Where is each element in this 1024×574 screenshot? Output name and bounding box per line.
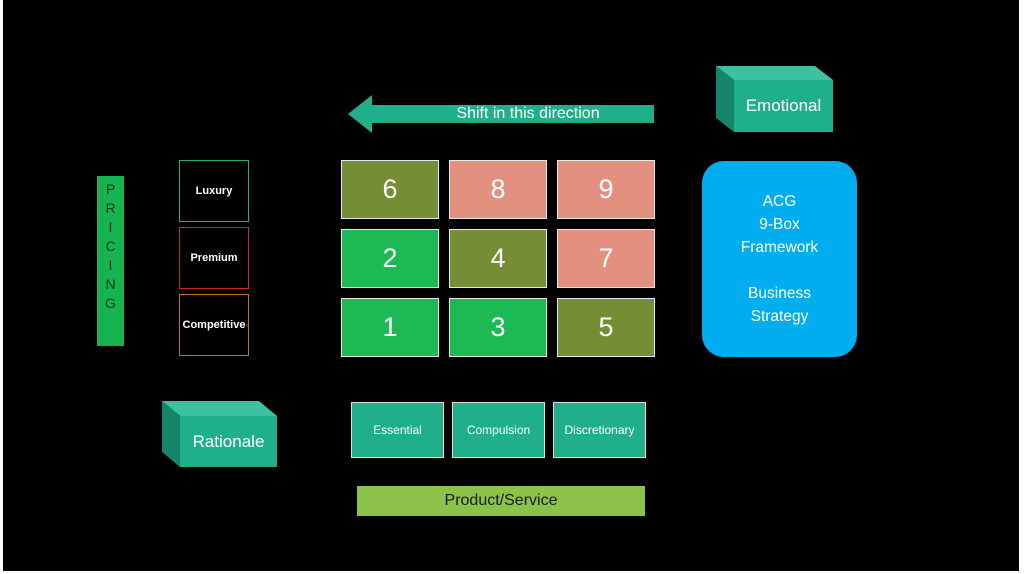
pricing-letter: N — [105, 276, 116, 292]
grid-cell: 3 — [449, 298, 547, 357]
pricing-letter: C — [105, 238, 116, 254]
emotional-label: Emotional — [745, 96, 822, 115]
product-service-axis-label: Product/Service — [357, 486, 645, 516]
grid-cell: 7 — [557, 229, 655, 288]
left-arrow-icon — [348, 95, 654, 133]
grid-cell: 4 — [449, 229, 547, 288]
tier-competitive: Competitive — [179, 294, 249, 356]
acg-line: 9-Box — [759, 216, 800, 233]
grid-cell: 1 — [341, 298, 439, 357]
category-discretionary: Discretionary — [553, 402, 646, 458]
emotional-block: Emotional — [716, 66, 833, 132]
category-compulsion: Compulsion — [452, 402, 545, 458]
grid-cell: 9 — [557, 160, 655, 219]
acg-line: Business — [748, 285, 811, 302]
acg-line: Strategy — [750, 308, 809, 325]
rationale-label: Rationale — [192, 431, 265, 451]
pricing-letter: R — [105, 200, 116, 216]
grid-cell: 2 — [341, 229, 439, 288]
pricing-axis-label: P R I C I N G — [97, 176, 124, 346]
grid-cell: 6 — [341, 160, 439, 219]
grid-cell: 8 — [449, 160, 547, 219]
tier-luxury: Luxury — [179, 160, 249, 222]
arrow-label: Shift in this direction — [456, 105, 600, 122]
shift-direction-arrow: Shift in this direction — [348, 95, 654, 133]
category-essential: Essential — [351, 402, 444, 458]
pricing-letter: I — [108, 257, 113, 273]
grid-cell: 5 — [557, 298, 655, 357]
pricing-letter: I — [108, 219, 113, 235]
acg-framework-box: ACG 9-Box Framework Business Strategy — [702, 161, 857, 357]
rationale-block: Rationale — [162, 401, 277, 467]
tier-premium: Premium — [179, 227, 249, 289]
pricing-letter: P — [105, 181, 116, 197]
block-3d-icon — [162, 401, 277, 467]
pricing-letter: G — [105, 295, 116, 311]
block-3d-icon — [716, 66, 833, 132]
slide: Shift in this direction Emotional Ration… — [3, 0, 1019, 571]
acg-line: ACG — [762, 193, 797, 210]
acg-line: Framework — [740, 239, 819, 256]
